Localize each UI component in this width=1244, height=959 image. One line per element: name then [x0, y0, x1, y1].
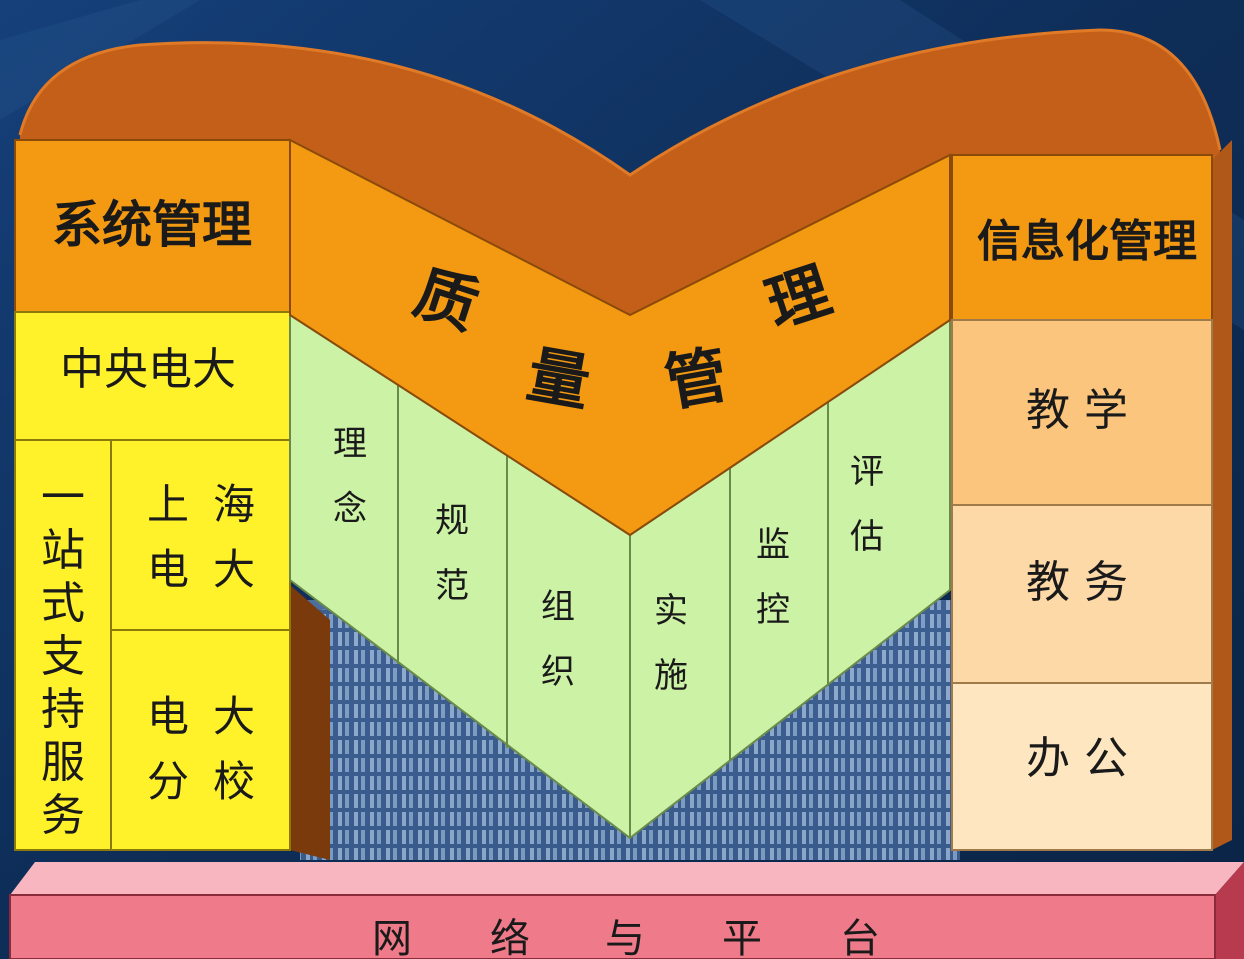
base-char: 网: [372, 916, 412, 959]
stage-label-char: 组: [541, 587, 575, 627]
stage-label-char: 评: [850, 452, 884, 492]
right-column: 信息化管理 教 学 教 务 办 公: [951, 140, 1232, 851]
academic-affairs-box: [951, 504, 1213, 684]
shanghai-text-1: 上: [147, 480, 189, 529]
left-header-text: 系统管理: [52, 196, 252, 254]
stage-label-char: 施: [654, 656, 688, 696]
base-text: 网络与平台: [372, 916, 880, 959]
academic-affairs-text: 教 务: [1026, 557, 1128, 608]
base-char: 络: [490, 916, 530, 959]
central-box: [14, 311, 291, 441]
one-stop-char: 持: [41, 684, 85, 735]
base-char: 与: [605, 916, 645, 959]
one-stop-char: 服: [41, 737, 85, 788]
stage-label-char: 实: [654, 591, 688, 631]
one-stop-char: 一: [41, 472, 85, 523]
stage-label-char: 念: [333, 489, 367, 529]
office-text: 办 公: [1026, 733, 1128, 784]
branches-text-3: 分: [147, 757, 189, 806]
center-title-char: 管: [659, 337, 733, 420]
base-side-face: [1215, 862, 1244, 959]
quality-management-title: 质量管理: [406, 253, 839, 420]
center-v: 理念 规范组织 实施 监控 评估 质量管理: [289, 138, 951, 840]
one-stop-char: 务: [41, 790, 85, 841]
teaching-text: 教 学: [1026, 385, 1128, 436]
shanghai-text-3: 电: [147, 545, 189, 594]
quality-band: [289, 138, 951, 537]
stage-dividers: [397, 370, 829, 838]
base-char: 台: [840, 916, 880, 959]
top-orange-band: [18, 28, 1222, 315]
stage-label-char: 规: [435, 501, 469, 541]
center-title-char: 量: [522, 337, 596, 420]
branches-text-1: 电: [147, 692, 189, 741]
central-text: 中央电大: [60, 344, 236, 395]
stage-label-char: 估: [850, 517, 884, 557]
stage-label-char: 范: [435, 566, 469, 606]
right-header-box: [951, 154, 1213, 321]
shanghai-text-4: 大: [213, 545, 255, 594]
left-header-box: [14, 139, 291, 313]
one-stop-char: 支: [41, 631, 85, 682]
one-stop-char: 式: [41, 578, 85, 629]
right-header-text: 信息化管理: [977, 216, 1197, 267]
base-platform: 网络与平台: [9, 862, 1244, 959]
right-side-depth: [1212, 140, 1232, 850]
stage-label-char: 控: [756, 590, 790, 630]
stage-label-char: 理: [333, 424, 367, 464]
branches-box: [110, 629, 291, 851]
teaching-box: [951, 319, 1213, 506]
left-side-shadow: [290, 585, 330, 860]
stage-label-char: 监: [756, 525, 790, 565]
base-char: 平: [722, 916, 762, 959]
office-box: [951, 682, 1213, 851]
branches-text-2: 大: [213, 692, 255, 741]
one-stop-char: 站: [41, 525, 85, 576]
base-front-face: [9, 894, 1216, 959]
stage-label-char: 织: [541, 652, 575, 692]
branches-text-4: 校: [213, 757, 255, 806]
base-top-face: [10, 862, 1244, 895]
shanghai-box: [110, 439, 291, 631]
shanghai-text-2: 海: [213, 480, 255, 529]
